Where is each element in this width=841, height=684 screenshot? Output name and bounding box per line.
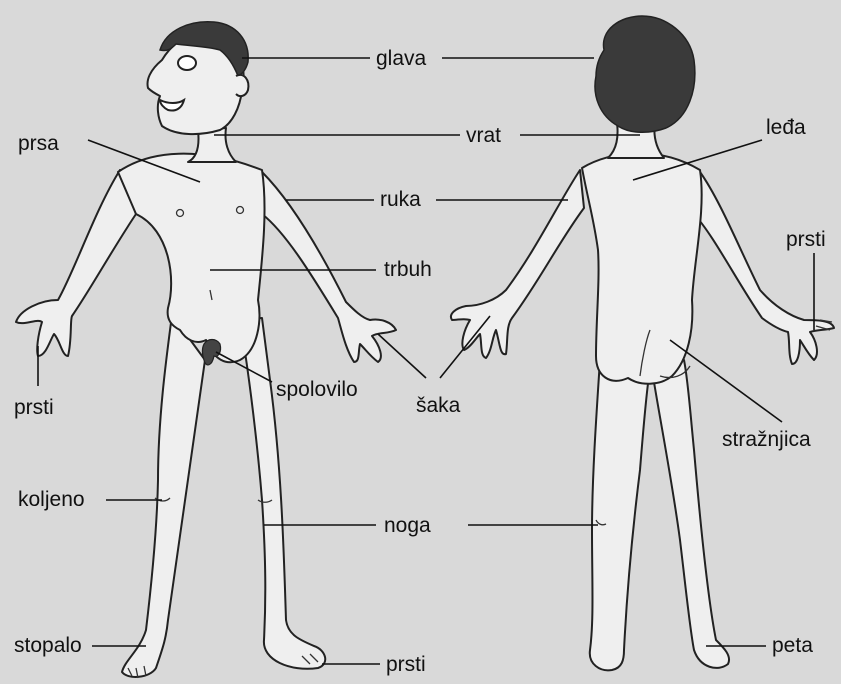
back-left-arm <box>451 170 584 358</box>
front-right-leg <box>240 318 325 669</box>
label-glava: glava <box>376 47 427 70</box>
front-eye <box>178 56 196 70</box>
label-noga: noga <box>384 514 431 537</box>
label-ruka: ruka <box>380 188 421 211</box>
label-prsa: prsa <box>18 132 59 155</box>
label-trbuh: trbuh <box>384 258 432 281</box>
back-left-leg <box>590 360 650 670</box>
label-leda: leđa <box>766 116 806 139</box>
back-figure <box>451 16 834 670</box>
label-koljeno: koljeno <box>18 488 85 511</box>
back-right-leg <box>652 360 729 668</box>
back-hair <box>595 16 695 132</box>
label-prsti-left: prsti <box>14 396 54 419</box>
label-prsti-right: prsti <box>786 228 826 251</box>
label-saka: šaka <box>416 394 461 417</box>
front-figure <box>16 22 396 678</box>
label-prsti-bottom: prsti <box>386 653 426 676</box>
leader-saka-front <box>378 334 426 378</box>
front-torso <box>118 154 265 363</box>
label-spolovilo: spolovilo <box>276 378 358 401</box>
label-straznjica: stražnjica <box>722 428 811 451</box>
label-stopalo: stopalo <box>14 634 82 657</box>
label-vrat: vrat <box>466 124 501 147</box>
back-right-arm <box>694 172 834 364</box>
front-left-arm <box>16 170 136 356</box>
front-left-leg <box>122 315 205 677</box>
front-ear <box>236 75 248 96</box>
label-peta: peta <box>772 634 813 657</box>
